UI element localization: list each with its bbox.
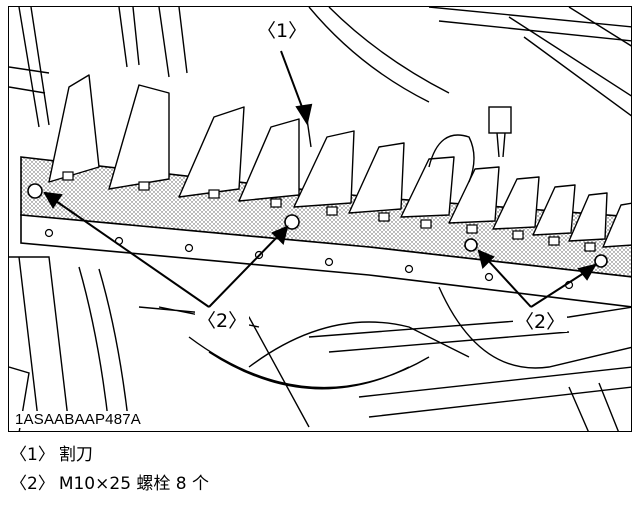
legend-marker: 〈1〉 <box>10 445 55 465</box>
callout-bolt-right: 〈2〉 <box>513 311 568 333</box>
cutter-bar-illustration: 〈1〉 〈2〉 〈2〉 1ASAABAAP487A <box>8 6 632 432</box>
frame-structure <box>9 7 631 431</box>
bolt-4 <box>594 254 608 268</box>
legend: 〈1〉割刀 〈2〉M10×25 螺栓 8 个 <box>10 441 213 499</box>
knife-guards <box>48 74 631 248</box>
bolt-1 <box>27 183 43 199</box>
legend-text: M10×25 螺栓 8 个 <box>58 474 210 494</box>
callout-blade: 〈1〉 <box>255 20 310 42</box>
bolts <box>27 183 608 268</box>
cutter-bar-drawing <box>9 7 631 431</box>
leader-arrows <box>43 50 598 308</box>
bolt-2 <box>284 214 300 230</box>
figure-code: 1ASAABAAP487A <box>13 411 144 428</box>
legend-item-blade: 〈1〉割刀 <box>10 441 213 470</box>
bolt-3 <box>464 238 478 252</box>
legend-text: 割刀 <box>58 445 93 465</box>
legend-marker: 〈2〉 <box>10 474 55 494</box>
callout-bolt-left: 〈2〉 <box>195 310 250 332</box>
legend-item-bolts: 〈2〉M10×25 螺栓 8 个 <box>10 470 213 499</box>
